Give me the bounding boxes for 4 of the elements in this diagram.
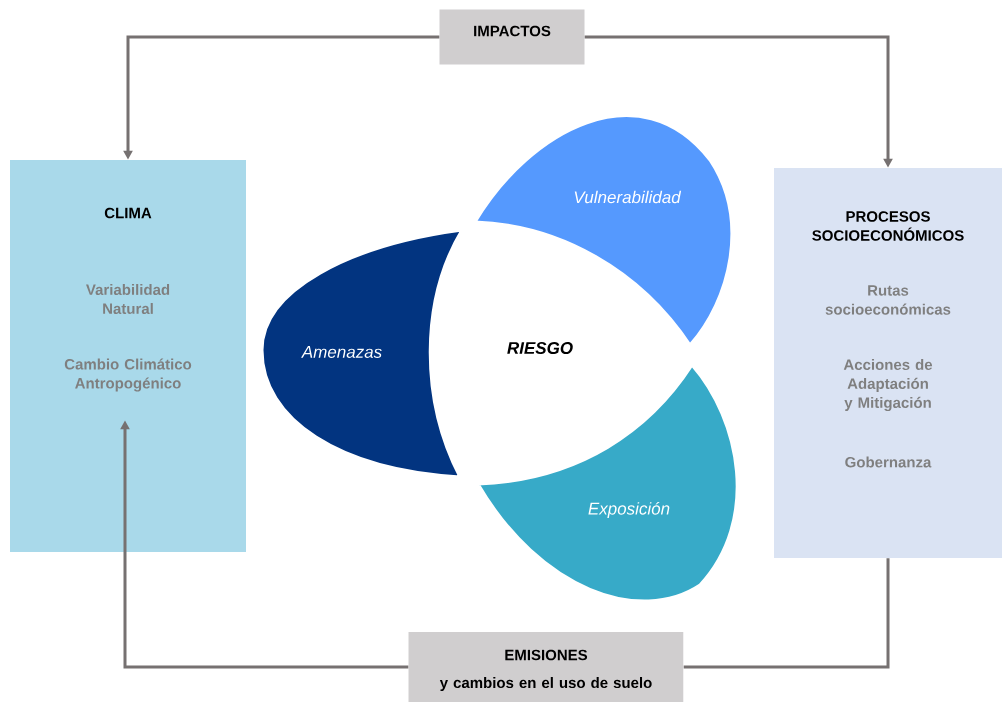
- label-box: EMISIONES y cambios en el uso de suelo: [408, 632, 684, 702]
- category-box: PROCESOS SOCIOECONÓMICOS Rutas socioeconómicas Acciones de Adaptación y Mitigación Gobernanza: [774, 168, 1002, 558]
- label-box: IMPACTOS: [439, 9, 585, 65]
- category-box: CLIMA Variabilidad Natural Cambio Climático Antropogénico: [10, 160, 246, 552]
